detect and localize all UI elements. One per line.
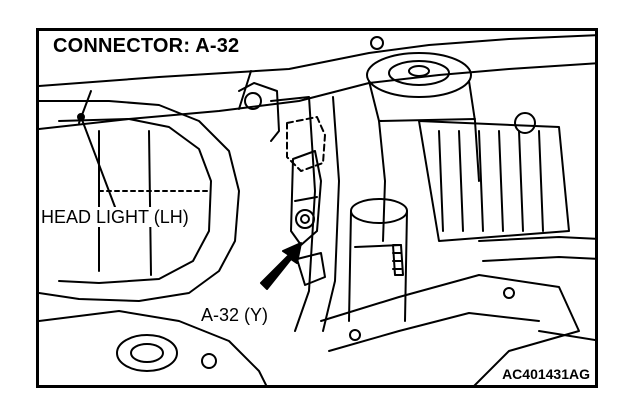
connector-hidden-outline <box>286 116 326 172</box>
diagram-title: CONNECTOR: A-32 <box>51 35 242 58</box>
ribbed-box <box>418 112 570 242</box>
lower-bracket <box>320 274 580 385</box>
diagram-frame: CONNECTOR: A-32 HEAD LIGHT (LH) A-32 (Y)… <box>36 28 598 388</box>
connector-callout: A-32 (Y) <box>199 305 271 325</box>
mount-bracket <box>238 82 340 332</box>
stud-bolt <box>392 244 404 276</box>
headlight-housing <box>39 100 240 302</box>
lower-left-parts <box>39 310 268 385</box>
reference-code: AC401431AG <box>499 365 593 383</box>
right-lower-rail <box>478 236 595 342</box>
strut-tower <box>366 36 480 242</box>
engine-bay-illustration <box>39 34 595 385</box>
headlight-leader <box>77 113 116 208</box>
connector-a32 <box>290 150 326 286</box>
connector-arrow <box>260 242 302 290</box>
headlight-callout: HEAD LIGHT (LH) <box>41 207 191 227</box>
